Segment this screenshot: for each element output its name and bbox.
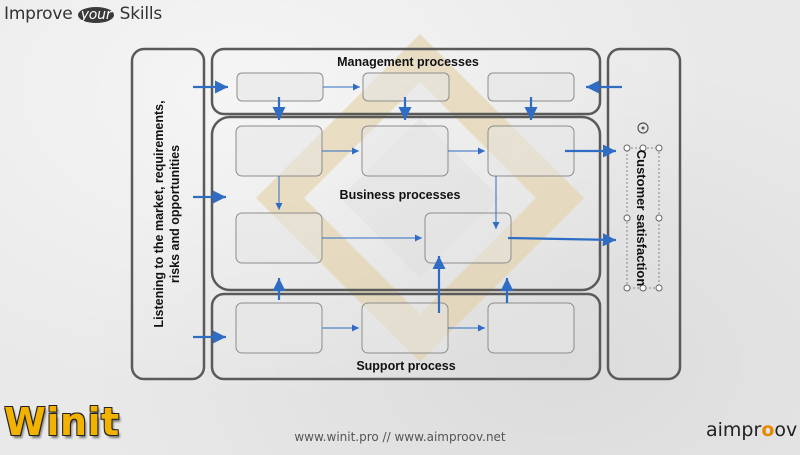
support-box [487, 302, 575, 354]
management-box [487, 72, 575, 102]
footer-url: www.winit.pro // www.aimproov.net [294, 430, 506, 444]
business-box [487, 125, 575, 177]
listening-label-line1: Listening to the market, requirements, [152, 100, 166, 327]
brand-badge: your [77, 7, 115, 23]
resize-handle[interactable] [639, 144, 647, 152]
brand-prefix: Improve [4, 4, 78, 24]
aimproov-logo: aimproov [706, 419, 797, 441]
selection-handles [623, 144, 663, 292]
management-box [236, 72, 324, 102]
resize-handle[interactable] [639, 284, 647, 292]
rotate-icon [637, 122, 649, 134]
rotate-handle[interactable] [637, 122, 649, 134]
improve-your-skills-logo: Improve your Skills [4, 4, 162, 24]
business-box [235, 125, 323, 177]
customer-column-frame [606, 47, 682, 381]
business-title: Business processes [340, 188, 461, 202]
rotate-icon-dot [641, 126, 645, 130]
resize-handle[interactable] [623, 144, 631, 152]
listening-label-line2: risks and opportunities [168, 145, 182, 283]
winit-logo: Winit [4, 400, 120, 444]
thin-arrows [275, 83, 500, 332]
aimproov-prefix: aimpr [706, 419, 762, 441]
resize-handle[interactable] [655, 284, 663, 292]
arrow [507, 233, 617, 247]
resize-handle[interactable] [655, 144, 663, 152]
customer-satisfaction-label: Customer satisfaction [634, 150, 649, 287]
listening-label: Listening to the market, requirements, r… [152, 100, 182, 327]
customer-satisfaction-textbox[interactable]: Customer satisfaction [623, 122, 663, 292]
management-box [362, 72, 450, 102]
thick-arrows [193, 80, 622, 344]
support-box [361, 302, 449, 354]
business-box [235, 212, 323, 264]
management-title: Management processes [337, 55, 479, 69]
support-title: Support process [356, 359, 455, 373]
brand-suffix: Skills [114, 4, 163, 24]
listening-column-frame [130, 47, 206, 381]
resize-handle[interactable] [623, 284, 631, 292]
business-box [424, 212, 512, 264]
aimproov-suffix: ov [774, 419, 798, 441]
resize-handle[interactable] [623, 214, 631, 222]
resize-handle[interactable] [655, 214, 663, 222]
business-box [361, 125, 449, 177]
aimproov-o: o [761, 419, 775, 441]
support-box [235, 302, 323, 354]
